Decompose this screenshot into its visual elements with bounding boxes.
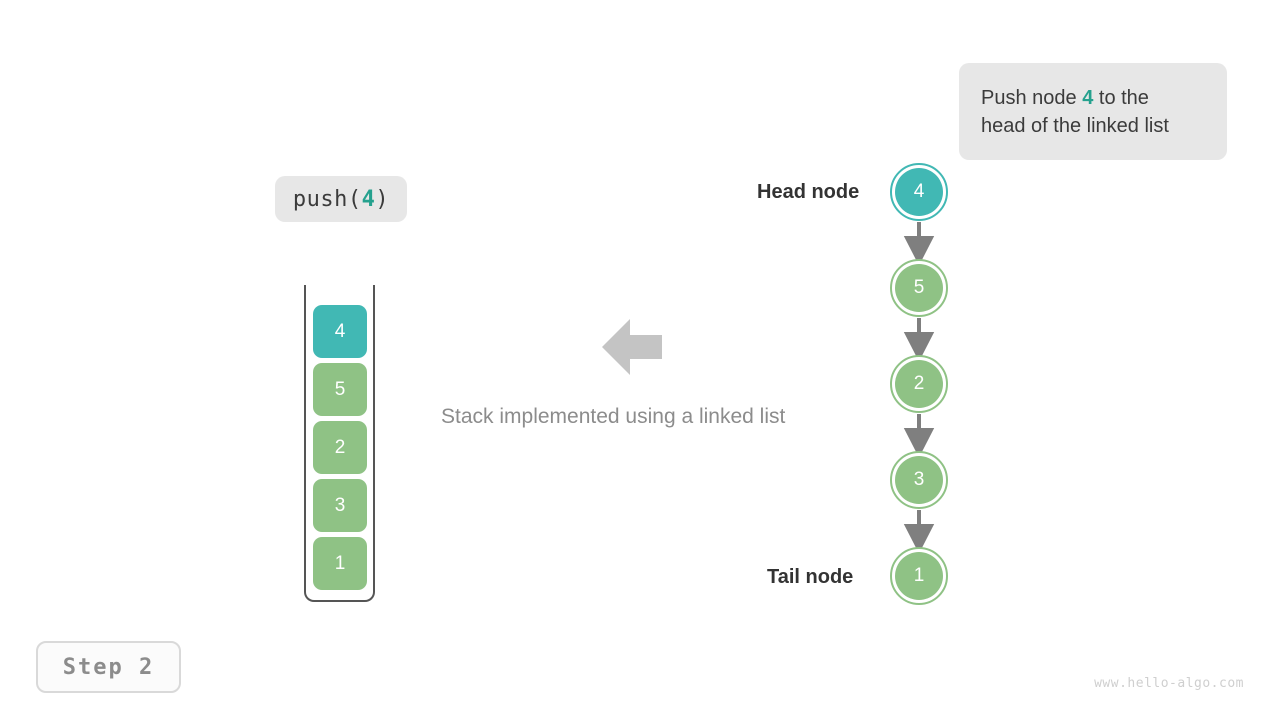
stack-element-value: 1 [334, 552, 346, 574]
step-badge: Step 2 [36, 641, 181, 693]
push-suffix: ) [375, 186, 390, 212]
node-inner: 1 [895, 552, 943, 600]
callout-suffix: to the [1093, 86, 1149, 109]
stack-element-value: 5 [334, 378, 346, 400]
node-value: 4 [913, 181, 925, 202]
node-inner: 2 [895, 360, 943, 408]
stack-element-value: 4 [334, 320, 346, 342]
stack-element: 2 [313, 421, 367, 474]
stack-element: 5 [313, 363, 367, 416]
node-inner: 4 [895, 168, 943, 216]
operation-chip-push: push(4) [275, 176, 407, 222]
callout-push-description: Push node 4 to the head of the linked li… [959, 63, 1227, 160]
stack-element: 4 [313, 305, 367, 358]
callout-value: 4 [1082, 86, 1094, 109]
stack-element-value: 3 [334, 494, 346, 516]
node-inner: 3 [895, 456, 943, 504]
node-value: 1 [913, 565, 925, 586]
linked-list-node: 5 [890, 259, 948, 317]
push-prefix: push( [292, 186, 362, 212]
linked-list-node: 1 [890, 547, 948, 605]
left-arrow-icon [602, 319, 662, 375]
stack-element: 3 [313, 479, 367, 532]
linked-list-node: 4 [890, 163, 948, 221]
linked-list-node: 2 [890, 355, 948, 413]
callout-text: Push node 4 to the head of the linked li… [981, 84, 1169, 140]
callout-prefix: Push node [981, 86, 1083, 109]
caption-text: Stack implemented using a linked list [441, 405, 786, 428]
watermark: www.hello-algo.com [1094, 676, 1244, 691]
linked-list-node: 3 [890, 451, 948, 509]
stack-container [304, 285, 375, 602]
stack-element-list: 4 5 2 3 1 [313, 305, 367, 590]
callout-line2: head of the linked list [981, 114, 1169, 137]
stack-element-value: 2 [334, 436, 346, 458]
push-argument: 4 [361, 186, 376, 212]
node-inner: 5 [895, 264, 943, 312]
stack-element: 1 [313, 537, 367, 590]
node-value: 5 [913, 277, 925, 298]
node-value: 2 [913, 373, 925, 394]
tail-node-label: Tail node [767, 566, 854, 588]
head-node-label: Head node [757, 181, 860, 203]
node-value: 3 [913, 469, 925, 490]
